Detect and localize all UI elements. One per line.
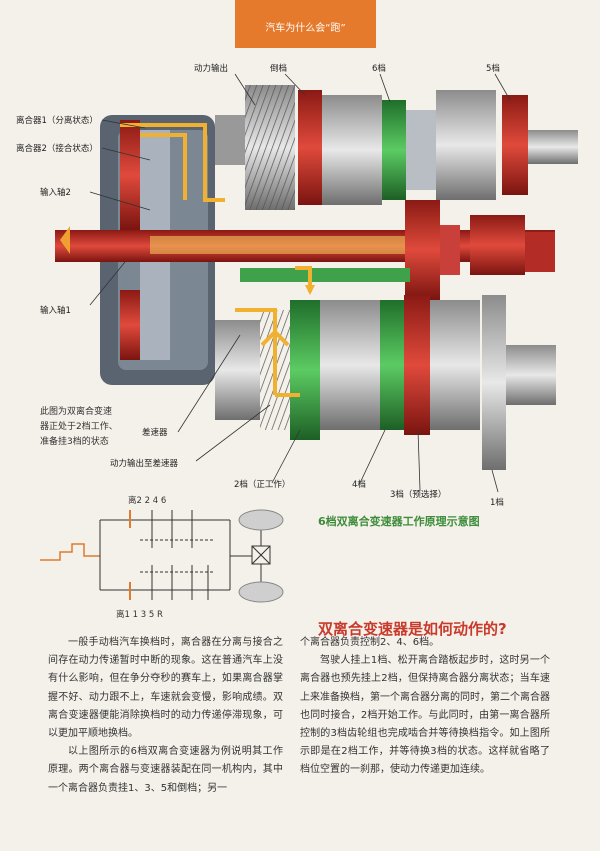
col1-paragraph-2: 以上图所示的6档双离合变速器为例说明其工作原理。两个离合器与变速器装配在同一机构…: [48, 743, 283, 798]
col2-continuation: 个离合器负责控制2、4、6档。: [300, 634, 550, 652]
col1-paragraph-1: 一般手动档汽车换档时，离合器在分离与接合之间存在动力传递暂时中断的现象。这在普通…: [48, 634, 283, 743]
article-col1: 一般手动档汽车换档时，离合器在分离与接合之间存在动力传递暂时中断的现象。这在普通…: [48, 634, 283, 798]
col2-paragraph-1: 驾驶人挂上1档、松开离合踏板起步时，这时另一个离合器也预先挂上2档，但保持离合器…: [300, 652, 550, 779]
schematic-bottom-label: 离1 1 3 5 R: [116, 608, 163, 620]
schematic-top-label: 离2 2 4 6: [128, 494, 166, 506]
article-col2: 个离合器负责控制2、4、6档。 驾驶人挂上1档、松开离合踏板起步时，这时另一个离…: [300, 634, 550, 780]
